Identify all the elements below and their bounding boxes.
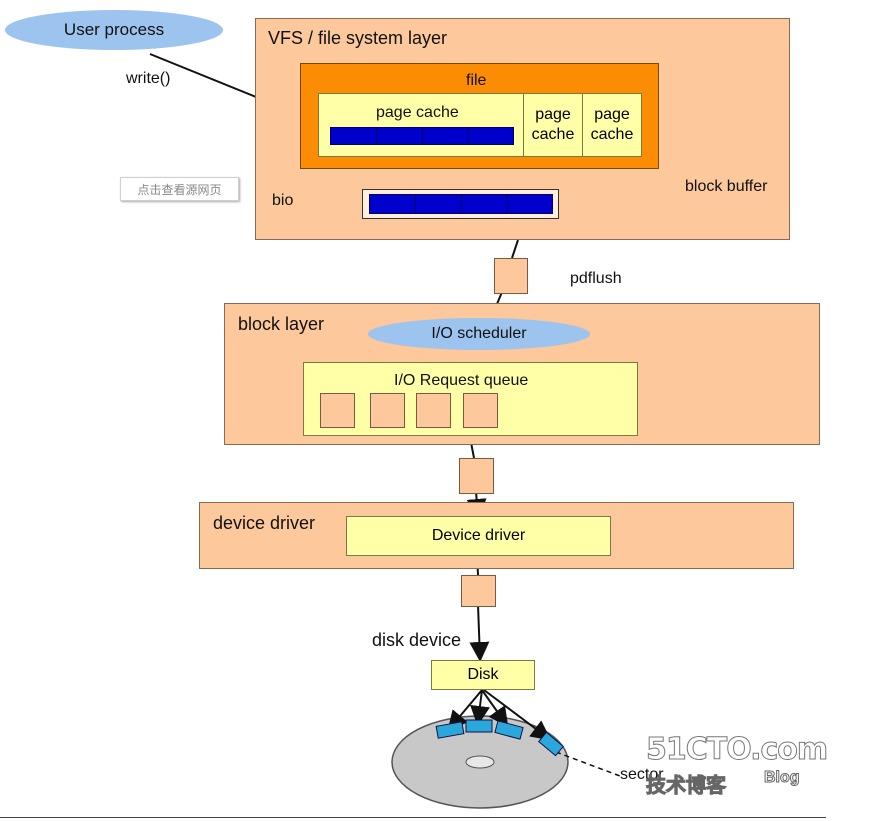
driver-transfer-box xyxy=(461,575,496,607)
page-cache-block-1 xyxy=(330,127,377,145)
watermark-site: 51CTO.com xyxy=(645,732,828,768)
disk-box-label: Disk xyxy=(467,666,499,683)
watermark-logo: 51CTO.com 技术博客 Blog xyxy=(645,732,828,798)
page-cache-2-label: page cache xyxy=(531,106,575,143)
bio-block-3 xyxy=(461,194,508,214)
bio-block-1 xyxy=(369,194,416,214)
device-driver-layer-title: device driver xyxy=(213,513,316,533)
request-3 xyxy=(416,393,451,428)
watermark-sub: 技术博客 xyxy=(646,773,727,798)
write-call-label: write() xyxy=(126,70,171,87)
bio-label: bio xyxy=(272,192,294,209)
page-cache-3-label: page cache xyxy=(590,106,634,143)
request-2 xyxy=(370,393,405,428)
pdflush-label: pdflush xyxy=(570,270,622,287)
page-cache-block-2 xyxy=(376,127,423,145)
view-source-label: 点击查看源网页 xyxy=(137,182,222,197)
pdflush-box xyxy=(494,258,528,294)
file-label: file xyxy=(466,72,487,89)
bio-block-4 xyxy=(507,194,553,214)
bottom-divider xyxy=(0,817,826,818)
page-cache-block-4 xyxy=(468,127,514,145)
request-1 xyxy=(320,393,355,428)
device-driver-box: Device driver xyxy=(346,516,611,556)
request-4 xyxy=(463,393,498,428)
page-cache-box xyxy=(318,93,525,157)
request-transfer-box xyxy=(459,458,494,494)
page-cache-block-3 xyxy=(422,127,469,145)
block-layer-title: block layer xyxy=(238,314,325,334)
page-cache-box-2: page cache xyxy=(523,93,583,157)
sector-label: sector xyxy=(620,766,664,783)
device-driver-box-label: Device driver xyxy=(431,527,526,544)
io-scheduler-label: I/O scheduler xyxy=(431,325,527,342)
user-process-ellipse: User process xyxy=(5,10,223,50)
io-scheduler-ellipse: I/O scheduler xyxy=(368,318,590,350)
page-cache-label: page cache xyxy=(376,104,459,121)
view-source-button[interactable]: 点击查看源网页 xyxy=(120,177,239,201)
page-cache-box-3: page cache xyxy=(582,93,642,157)
user-process-label: User process xyxy=(63,20,165,39)
disk-box: Disk xyxy=(431,660,535,690)
disk-layer-title: disk device xyxy=(372,630,462,650)
vfs-layer-title: VFS / file system layer xyxy=(268,28,448,48)
bio-block-2 xyxy=(415,194,462,214)
block-buffer-label: block buffer xyxy=(685,178,768,195)
watermark-blog: Blog xyxy=(764,769,801,787)
request-queue-label: I/O Request queue xyxy=(394,372,529,389)
